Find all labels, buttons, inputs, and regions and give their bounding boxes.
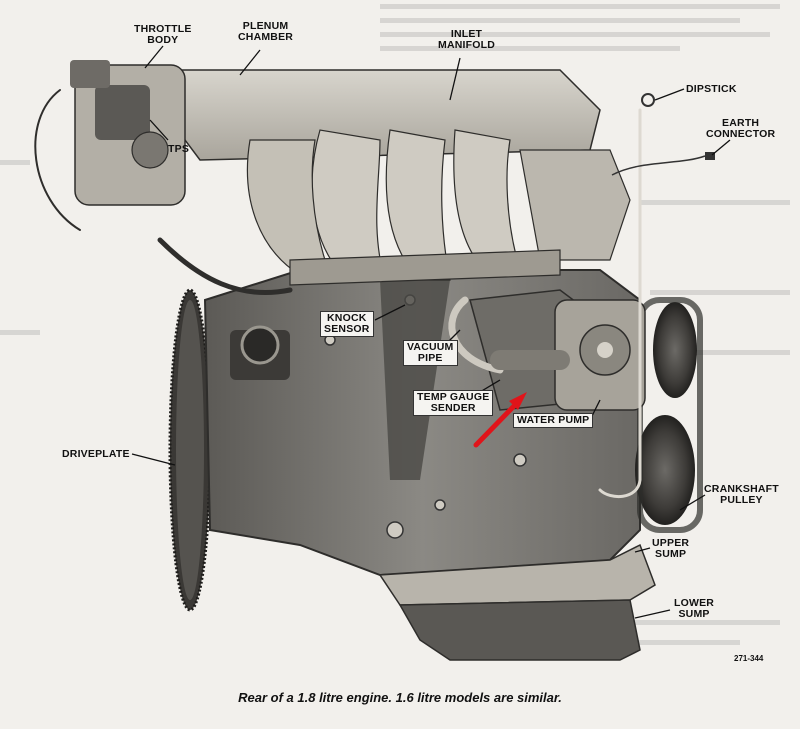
sump-shape [378,543,656,661]
throttle-body-shape [70,60,186,206]
label-dipstick: DIPSTICK [686,83,737,95]
label-crankshaft-pulley: CRANKSHAFT PULLEY [704,483,779,506]
hoses-shape [34,89,642,499]
label-earth-connector: EARTH CONNECTOR [706,117,776,140]
figure-caption: Rear of a 1.8 litre engine. 1.6 litre mo… [238,690,562,705]
red-arrow [473,392,527,448]
label-inlet-manifold: INLET MANIFOLD [438,28,496,51]
inlet-manifold-shape [169,69,631,286]
label-lower-sump: LOWER SUMP [674,597,715,620]
label-driveplate: DRIVEPLATE [62,448,130,460]
label-upper-sump: UPPER SUMP [652,537,690,560]
figure-number: 271-344 [734,654,764,663]
label-temp-gauge-sender: TEMP GAUGE SENDER [413,390,494,416]
dipstick-shape [611,93,715,176]
crankshaft-pulley-shape [635,297,703,533]
label-water-pump: WATER PUMP [513,413,594,428]
label-throttle-body: THROTTLE BODY [134,23,192,46]
label-knock-sensor: KNOCK SENSOR [320,311,374,337]
label-tps: TPS [168,143,190,155]
label-plenum-chamber: PLENUM CHAMBER [238,20,294,43]
background-page-text [0,4,790,645]
label-vacuum-pipe: VACUUM PIPE [403,340,458,366]
driveplate-shape [168,288,212,612]
